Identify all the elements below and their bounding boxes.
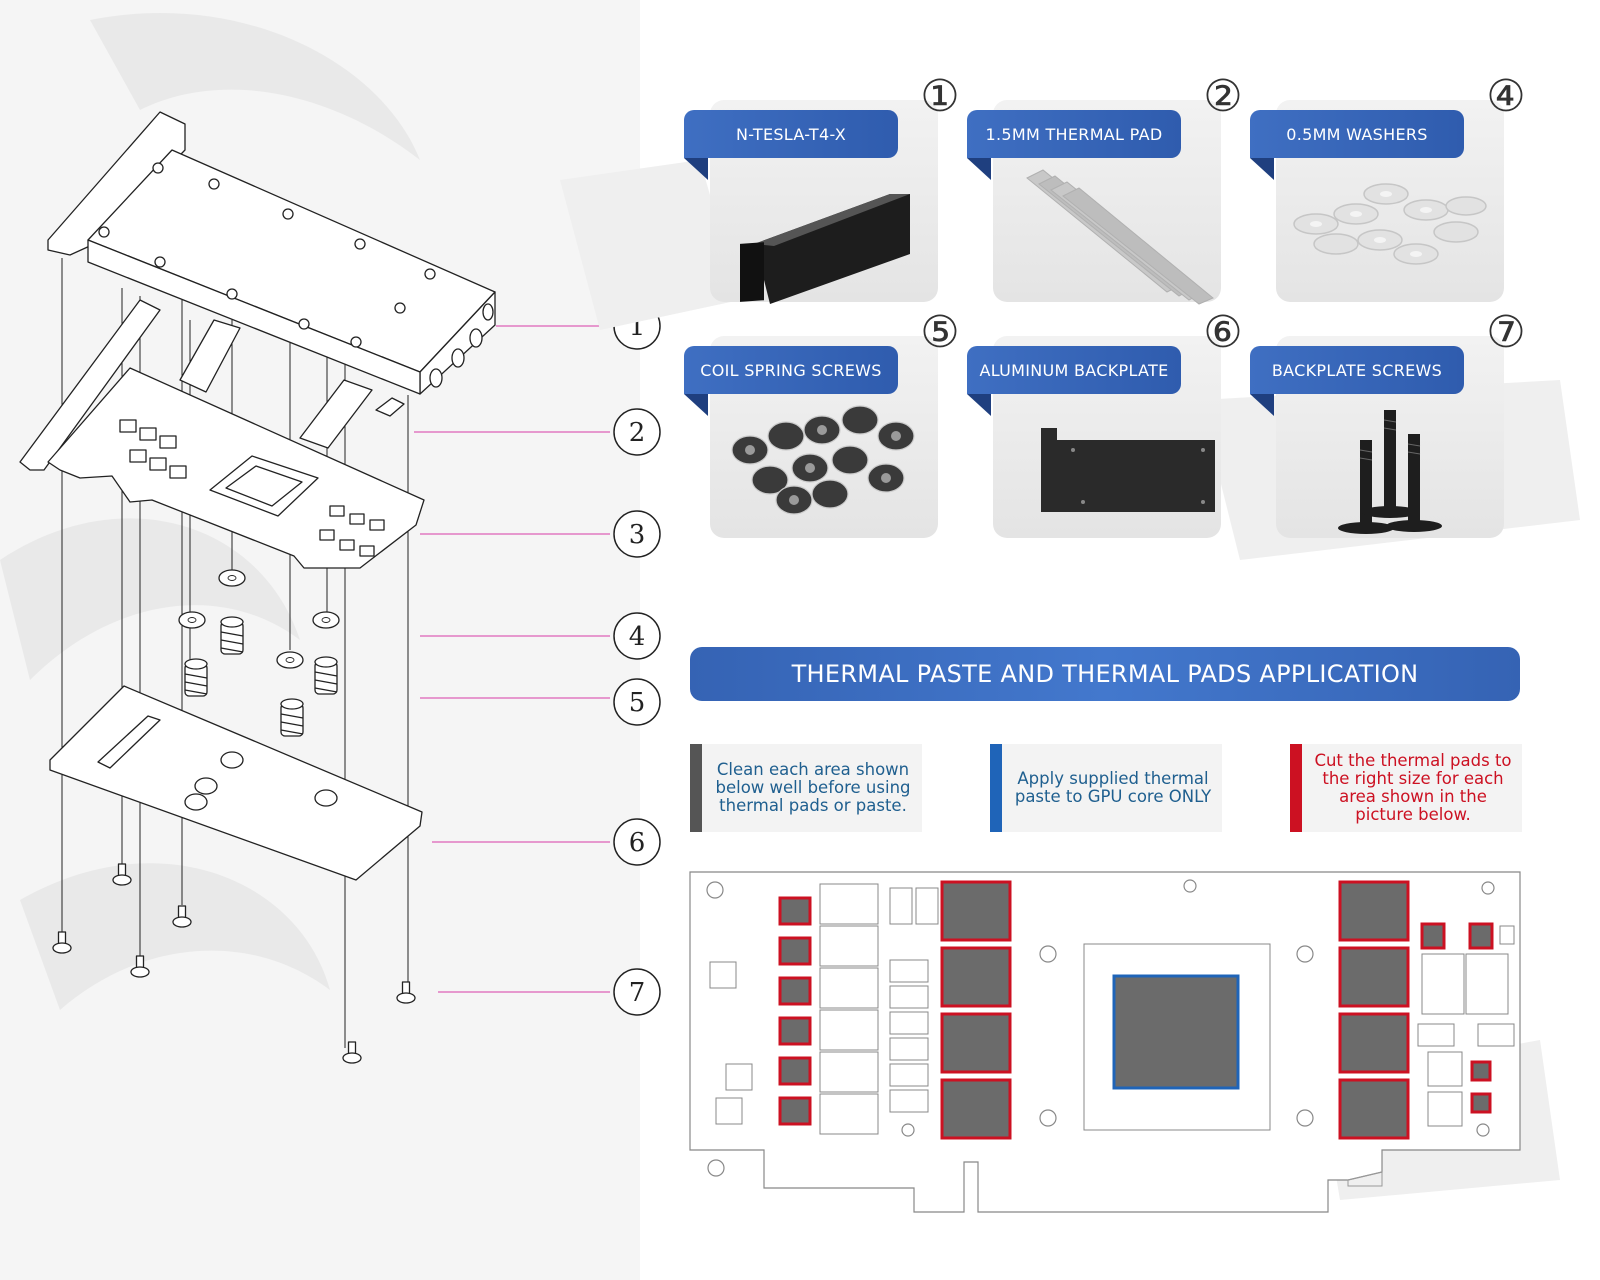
note-cut-pads: Cut the thermal pads to the right size f… xyxy=(1290,744,1522,832)
part-number: ④ xyxy=(1486,70,1526,122)
screws-icon xyxy=(1338,410,1442,534)
note-text: Apply supplied thermal paste to GPU core… xyxy=(1014,769,1212,806)
callout-label-3: 3 xyxy=(629,520,646,550)
callout-label-4: 4 xyxy=(629,622,646,652)
callout-5 xyxy=(613,678,661,726)
part-number: ② xyxy=(1203,70,1243,122)
gpu-core-paste-area xyxy=(1112,974,1240,1090)
callout-label-7: 7 xyxy=(629,978,646,1008)
part-label: BACKPLATE SCREWS xyxy=(1250,346,1464,394)
part-label: 1.5MM THERMAL PAD xyxy=(967,110,1181,158)
pcb-pad-layout xyxy=(689,871,1521,1213)
note-apply-paste: Apply supplied thermal paste to GPU core… xyxy=(990,744,1222,832)
exploded-assembly-view: 1 2 3 4 5 6 7 xyxy=(0,0,661,1280)
exploded-diagram: 1 2 3 4 5 6 7 xyxy=(0,12,661,1064)
callout-label-1: 1 xyxy=(629,312,646,342)
thermal-application-banner: THERMAL PASTE AND THERMAL PADS APPLICATI… xyxy=(690,647,1520,701)
part-label: N-TESLA-T4-X xyxy=(684,110,898,158)
callout-6 xyxy=(613,818,661,866)
part-label: COIL SPRING SCREWS xyxy=(684,346,898,394)
part-card-thermal-pad: 1.5MM THERMAL PAD ② xyxy=(967,71,1243,305)
callout-label-6: 6 xyxy=(629,828,646,858)
part-number: ⑦ xyxy=(1486,306,1526,358)
part-number: ① xyxy=(920,70,960,122)
callout-7 xyxy=(613,968,661,1016)
note-clean-area: Clean each area shown below well before … xyxy=(690,744,922,832)
note-text: Cut the thermal pads to the right size f… xyxy=(1314,751,1512,824)
callout-label-2: 2 xyxy=(629,418,646,448)
callout-3 xyxy=(613,510,661,558)
part-card-washers: 0.5MM WASHERS ④ xyxy=(1250,71,1526,302)
part-card-water-block: N-TESLA-T4-X ① xyxy=(684,71,960,304)
washers-icon xyxy=(1293,183,1487,265)
part-number: ⑤ xyxy=(920,306,960,358)
water-block-icon xyxy=(740,194,910,304)
part-label: 0.5MM WASHERS xyxy=(1250,110,1464,158)
part-card-backplate-screws: BACKPLATE SCREWS ⑦ xyxy=(1250,307,1526,538)
part-label: ALUMINUM BACKPLATE xyxy=(967,346,1181,394)
part-card-backplate: ALUMINUM BACKPLATE ⑥ xyxy=(967,307,1243,538)
part-number: ⑥ xyxy=(1203,306,1243,358)
thermal-pad-icon xyxy=(1026,169,1214,305)
spring-screws-icon xyxy=(731,405,915,515)
note-text: Clean each area shown below well before … xyxy=(715,760,911,815)
callout-2 xyxy=(613,408,661,456)
callout-4 xyxy=(613,612,661,660)
part-card-spring-screws: COIL SPRING SCREWS ⑤ xyxy=(684,307,960,538)
backplate-icon xyxy=(1041,428,1215,512)
callout-label-5: 5 xyxy=(629,688,646,718)
